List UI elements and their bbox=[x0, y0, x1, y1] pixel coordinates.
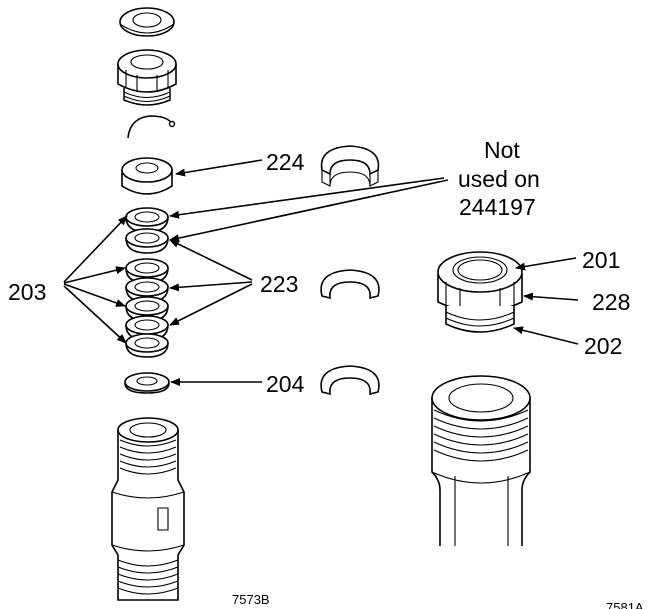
label-223: 223 bbox=[260, 271, 298, 297]
split-ring-223 bbox=[320, 269, 380, 300]
split-ring-224 bbox=[320, 145, 380, 187]
label-not-used-line2: used on bbox=[458, 166, 540, 192]
figure-id-right: 7581A bbox=[606, 600, 644, 609]
label-202: 202 bbox=[584, 333, 622, 359]
split-ring-204 bbox=[320, 365, 380, 396]
leader-lines bbox=[63, 159, 579, 386]
bottom-gland-part bbox=[124, 372, 170, 394]
packing-nut-assembly bbox=[437, 251, 523, 333]
packing-nut bbox=[117, 49, 177, 106]
packing-ring bbox=[125, 228, 169, 254]
label-204: 204 bbox=[266, 371, 305, 397]
label-201: 201 bbox=[582, 247, 620, 273]
v-packing-stack bbox=[125, 207, 169, 358]
retaining-ring bbox=[127, 115, 176, 139]
label-224: 224 bbox=[266, 149, 305, 175]
pump-cylinder bbox=[111, 417, 185, 601]
label-203: 203 bbox=[8, 279, 46, 305]
gland-part bbox=[121, 157, 173, 195]
packing-ring bbox=[125, 333, 169, 358]
label-not-used-line3: 244197 bbox=[459, 194, 536, 220]
label-228: 228 bbox=[592, 289, 630, 315]
label-not-used-line1: Not bbox=[484, 137, 520, 163]
top-washer bbox=[119, 7, 175, 37]
pump-housing bbox=[431, 375, 531, 546]
figure-id-left: 7573B bbox=[232, 592, 270, 607]
